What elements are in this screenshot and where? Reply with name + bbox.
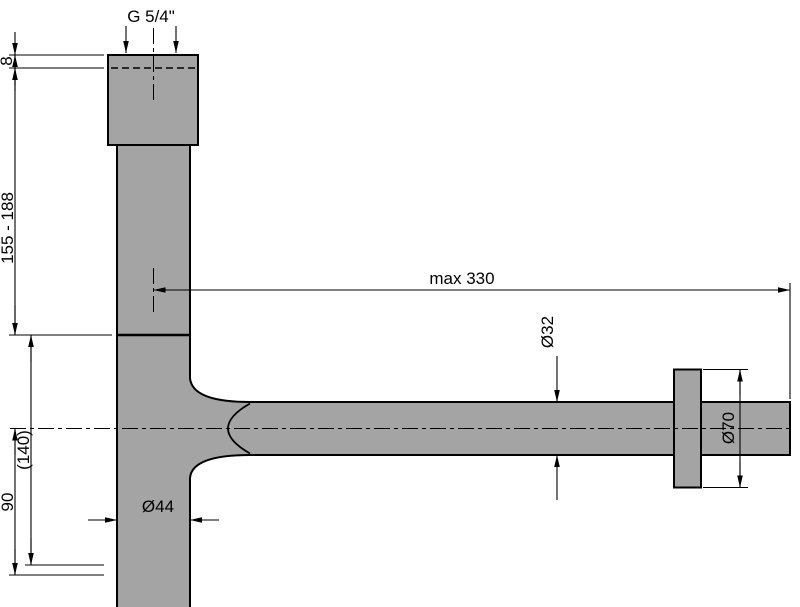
thread-size-callout: G 5/4" — [123, 7, 179, 53]
height-range-label: 155 - 188 — [0, 192, 17, 264]
dim-body-height: (140) — [9, 334, 112, 566]
dim-height-range: 155 - 188 — [0, 55, 18, 335]
max-reach-label: max 330 — [429, 269, 494, 288]
body-diameter-label: Ø44 — [142, 497, 174, 516]
part-geometry — [107, 54, 791, 607]
dimensions: G 5/4" 8 155 - 188 max 330 — [0, 7, 791, 576]
thread-depth-label: 8 — [0, 56, 16, 65]
body-and-outlet-pipe — [116, 144, 791, 607]
body-height-label: (140) — [14, 430, 33, 470]
dim-pipe-diameter: Ø32 — [538, 316, 560, 500]
dim-thread-depth: 8 — [0, 32, 104, 91]
thread-size-label: G 5/4" — [127, 7, 175, 26]
dim-body-diameter: Ø44 — [88, 497, 219, 523]
dim-axis-to-bottom: 90 — [0, 428, 104, 576]
dim-flange-diameter: Ø70 — [703, 368, 748, 489]
pipe-diameter-label: Ø32 — [538, 316, 557, 348]
flange-diameter-label: Ø70 — [719, 412, 738, 444]
axis-to-bottom-label: 90 — [0, 493, 17, 512]
dim-max-reach: max 330 — [153, 269, 791, 399]
